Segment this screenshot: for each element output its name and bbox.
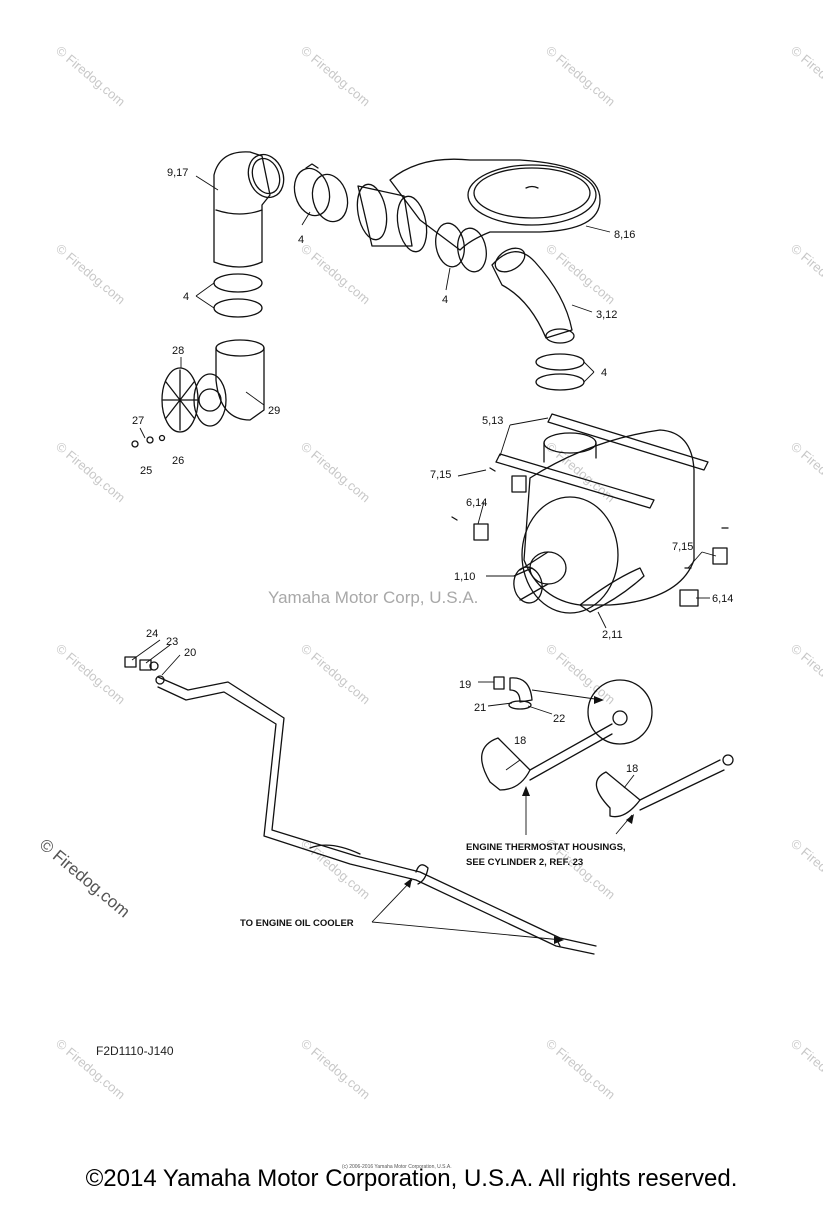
thermostat-fitting-part	[493, 676, 653, 745]
thermostat-note-line1: ENGINE THERMOSTAT HOUSINGS,	[466, 842, 626, 853]
callout-label: 25	[140, 465, 152, 477]
watermark-text: © Firedog.com	[53, 439, 128, 505]
watermark-text: © Firedog.com	[543, 241, 618, 307]
hose-clamp-part	[293, 163, 349, 223]
watermark-text: © Firedog.com	[788, 836, 823, 902]
callout-label: 3,12	[596, 309, 617, 321]
watermark-text: © Firedog.com	[298, 641, 373, 707]
watermark-text: © Firedog.com	[788, 439, 823, 505]
callout-label: 18	[514, 735, 526, 747]
watermark-text: © Firedog.com	[543, 43, 618, 109]
connector-tube-part	[356, 183, 428, 253]
callout-label: 7,15	[430, 469, 451, 481]
watermark-text: © Firedog.com	[53, 641, 128, 707]
strap-part	[495, 413, 709, 509]
callout-label: 19	[459, 679, 471, 691]
callout-label: 28	[172, 345, 184, 357]
watermark-text: © Firedog.com	[788, 241, 823, 307]
callout-label: 6,14	[466, 497, 487, 509]
callout-label: 18	[626, 763, 638, 775]
callout-label: 24	[146, 628, 158, 640]
flanged-elbow-part	[193, 339, 265, 427]
watermark-text: © Firedog.com	[298, 43, 373, 109]
center-watermark: Yamaha Motor Corp, U.S.A.	[268, 588, 478, 607]
water-pipe-part	[157, 676, 597, 955]
intake-silencer-part	[389, 158, 601, 251]
fine-print: (c) 2006-2016 Yamaha Motor Corporation, …	[342, 1164, 452, 1170]
pipe-fitting-part	[124, 656, 165, 685]
watermark-text: © Firedog.com	[53, 43, 128, 109]
watermark-text: © Firedog.com	[788, 43, 823, 109]
copyright-footer: ©2014 Yamaha Motor Corporation, U.S.A. A…	[85, 1165, 738, 1192]
callout-labels: 9,17 4 8,16 4 3,12 4 4 28 29 27 26 25 5,…	[132, 167, 733, 775]
callout-label: 4	[442, 294, 448, 306]
watermark-text: © Firedog.com	[298, 241, 373, 307]
curved-duct-part	[491, 247, 575, 344]
callout-label: 6,14	[712, 593, 733, 605]
watermark-text: © Firedog.com	[298, 1036, 373, 1102]
callout-label: 1,10	[454, 571, 475, 583]
watermark-text: © Firedog.com	[788, 641, 823, 707]
oil-cooler-note: TO ENGINE OIL COOLER	[240, 918, 354, 929]
muffler-part	[513, 429, 695, 614]
screen-cover-part	[161, 367, 199, 433]
callout-label: 23	[166, 636, 178, 648]
watermark-grid: © Firedog.com © Firedog.com © Firedog.co…	[53, 43, 823, 1102]
thermostat-note-line2: SEE CYLINDER 2, REF. 23	[466, 857, 583, 868]
callout-label: 8,16	[614, 229, 635, 241]
diagram-code: F2D1110-J140	[96, 1044, 174, 1058]
callout-label: 4	[298, 234, 304, 246]
skid-plate-part	[579, 567, 645, 613]
callout-label: 7,15	[672, 541, 693, 553]
callout-label: 27	[132, 415, 144, 427]
callout-label: 29	[268, 405, 280, 417]
watermark-text: © Firedog.com	[53, 241, 128, 307]
callout-label: 2,11	[602, 629, 623, 641]
callout-label: 5,13	[482, 415, 503, 427]
hose-clamp-part	[435, 222, 487, 273]
callout-label: 9,17	[167, 167, 188, 179]
thermostat-hose-part	[481, 723, 734, 818]
watermark-text: © Firedog.com	[298, 439, 373, 505]
callout-label: 4	[601, 367, 607, 379]
watermark-text: © Firedog.com	[543, 1036, 618, 1102]
callout-label: 22	[553, 713, 565, 725]
callout-label: 20	[184, 647, 196, 659]
hose-clamp-part	[535, 353, 585, 391]
arrowheads	[404, 696, 634, 944]
elbow-duct-part	[213, 151, 285, 268]
callout-label: 4	[183, 291, 189, 303]
fastener-hardware-part	[131, 434, 166, 448]
leader-lines	[131, 175, 717, 941]
hose-clamp-part	[213, 273, 263, 318]
watermark-text: © Firedog.com	[788, 1036, 823, 1102]
callout-label: 26	[172, 455, 184, 467]
callout-label: 21	[474, 702, 486, 714]
